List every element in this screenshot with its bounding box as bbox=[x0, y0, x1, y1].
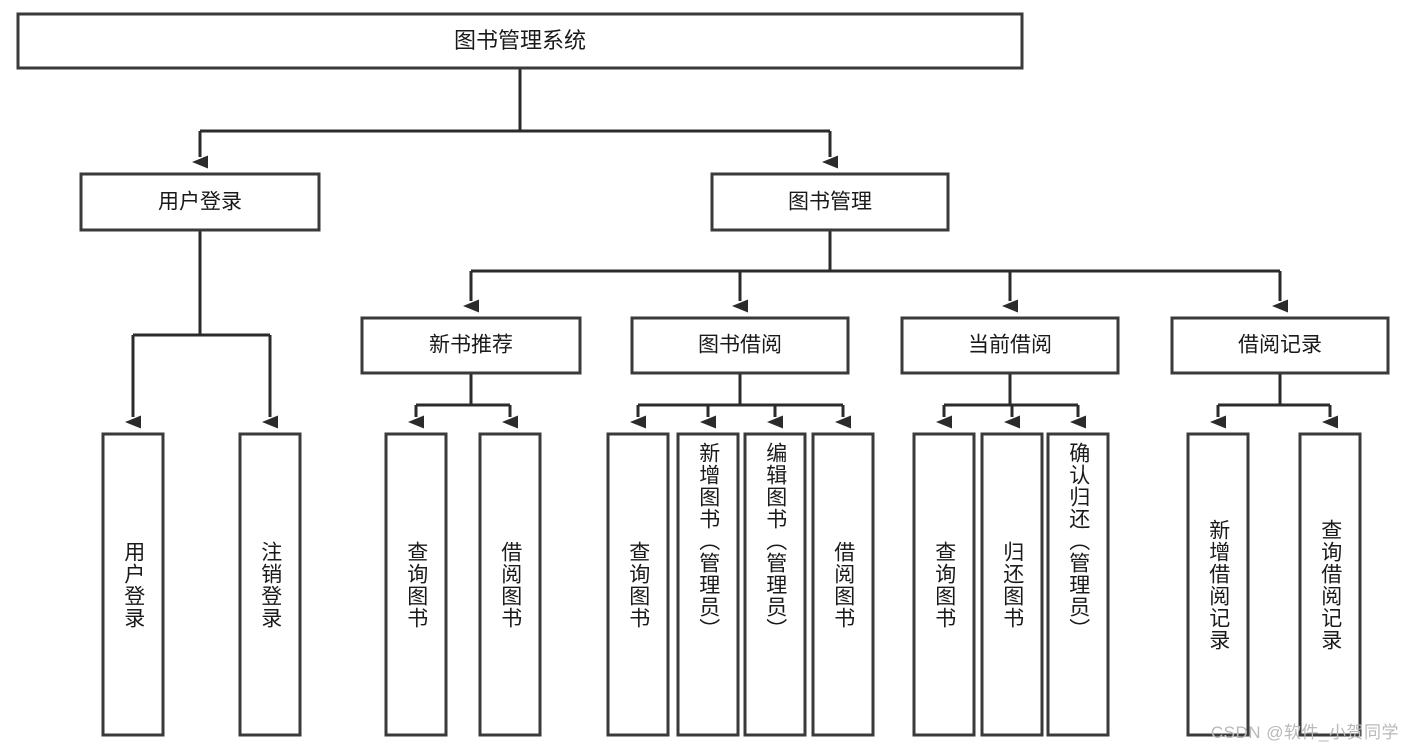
node-user-login-label: 用户登录 bbox=[158, 191, 242, 214]
leaf-boxes bbox=[101, 432, 1362, 737]
connector-group-book-management bbox=[463, 230, 1288, 313]
node-borrow-record-label: 借阅记录 bbox=[1238, 334, 1322, 357]
node-leaf-add-book[interactable] bbox=[676, 432, 740, 737]
connector-group-current-borrow bbox=[936, 373, 1086, 429]
node-book-management-label: 图书管理 bbox=[788, 191, 872, 214]
connector-group-borrow-record bbox=[1210, 373, 1338, 429]
node-book-management[interactable]: 图书管理 bbox=[710, 172, 950, 232]
connector-group-root bbox=[192, 68, 838, 169]
node-new-book-recommend[interactable]: 新书推荐 bbox=[360, 316, 582, 375]
node-book-borrow[interactable]: 图书借阅 bbox=[630, 316, 850, 375]
node-leaf-query-book-current[interactable] bbox=[912, 432, 976, 737]
node-new-book-recommend-label: 新书推荐 bbox=[429, 334, 513, 357]
node-leaf-user-login[interactable] bbox=[101, 432, 165, 737]
node-leaf-user-logout[interactable] bbox=[238, 432, 302, 737]
node-current-borrow-label: 当前借阅 bbox=[968, 334, 1052, 357]
node-user-login[interactable]: 用户登录 bbox=[79, 172, 321, 232]
node-current-borrow[interactable]: 当前借阅 bbox=[900, 316, 1120, 375]
node-leaf-confirm-return[interactable] bbox=[1046, 432, 1110, 737]
watermark-text: CSDN @软件_小贺同学 bbox=[1210, 723, 1399, 742]
node-leaf-edit-book[interactable] bbox=[743, 432, 807, 737]
node-leaf-query-borrow-record[interactable] bbox=[1298, 432, 1362, 737]
node-leaf-query-book-rec[interactable] bbox=[384, 432, 448, 737]
connector-group-book-borrow bbox=[630, 373, 851, 429]
node-leaf-query-book-borrow[interactable] bbox=[606, 432, 670, 737]
node-leaf-add-borrow-record[interactable] bbox=[1186, 432, 1250, 737]
node-leaf-borrow-book-rec[interactable] bbox=[478, 432, 542, 737]
node-leaf-return-book[interactable] bbox=[980, 432, 1044, 737]
connector-group-new-book-recommend bbox=[408, 373, 518, 429]
connector-group-user-login bbox=[125, 230, 278, 429]
node-root-label: 图书管理系统 bbox=[454, 28, 586, 53]
node-book-borrow-label: 图书借阅 bbox=[698, 334, 782, 357]
node-root[interactable]: 图书管理系统 bbox=[16, 12, 1024, 70]
node-borrow-record[interactable]: 借阅记录 bbox=[1170, 316, 1390, 375]
node-leaf-borrow-book[interactable] bbox=[811, 432, 875, 737]
